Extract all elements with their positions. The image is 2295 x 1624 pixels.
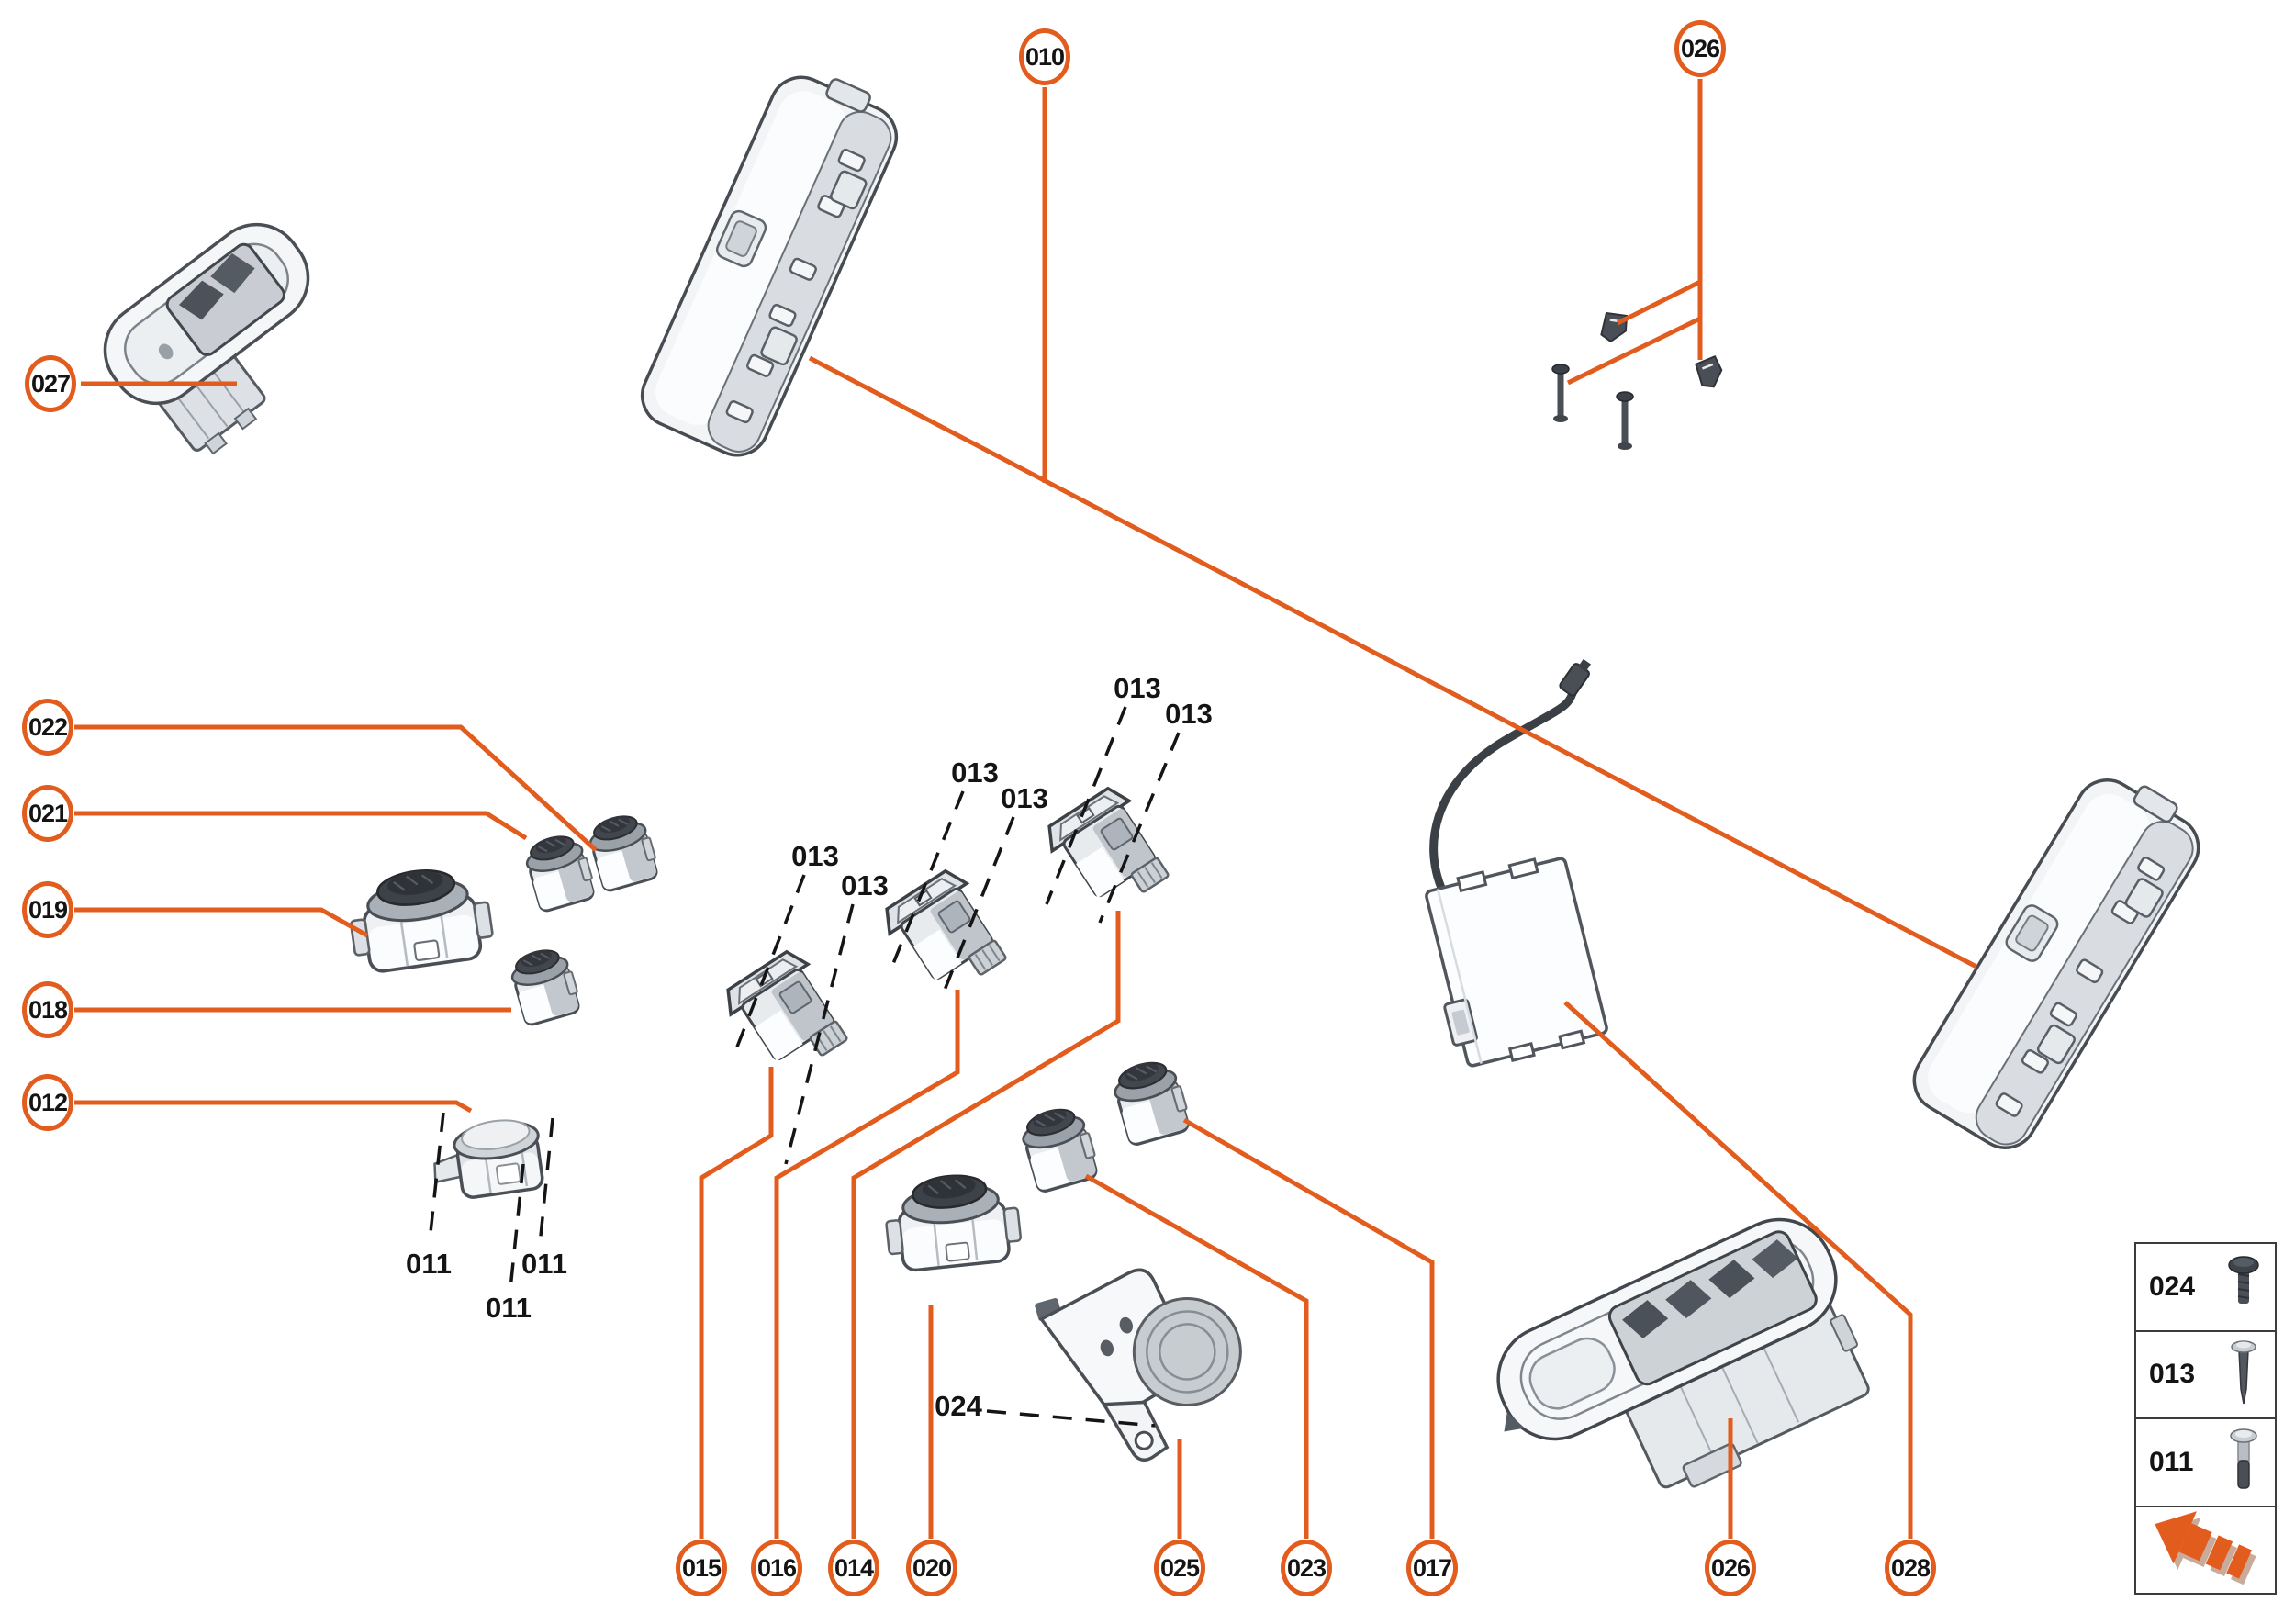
part-label-011: 011 bbox=[405, 1248, 453, 1280]
part-label-011: 011 bbox=[485, 1292, 532, 1324]
callout-label: 025 bbox=[1159, 1553, 1200, 1582]
part-label-013: 013 bbox=[1165, 698, 1213, 730]
dashed-line-013-a bbox=[1045, 706, 1127, 905]
legend-row-direction bbox=[2136, 1507, 2275, 1594]
legend-label: 013 bbox=[2149, 1359, 2196, 1390]
callout-028[interactable]: 028 bbox=[1885, 1540, 1936, 1596]
callout-label: 018 bbox=[28, 995, 68, 1024]
part-label-013: 013 bbox=[791, 840, 839, 872]
callout-018[interactable]: 018 bbox=[22, 981, 73, 1038]
callout-label: 026 bbox=[1710, 1553, 1751, 1582]
part-019-rotary-switch bbox=[342, 859, 498, 977]
part-012-start-stop-button bbox=[426, 1114, 547, 1204]
callout-012[interactable]: 012 bbox=[22, 1074, 73, 1131]
leader-line-010 bbox=[808, 87, 1978, 969]
leader-line-019 bbox=[74, 907, 369, 938]
callout-label: 026 bbox=[1680, 34, 1720, 62]
callout-label: 020 bbox=[912, 1553, 952, 1582]
part-label-013: 013 bbox=[841, 869, 889, 902]
part-label-013: 013 bbox=[951, 756, 999, 789]
leader-line-026-top bbox=[1566, 79, 1703, 386]
tapping-screw-icon bbox=[2231, 1340, 2256, 1405]
callout-019[interactable]: 019 bbox=[22, 881, 73, 938]
part-028-module-with-antenna-cable bbox=[1425, 658, 1608, 1068]
leader-line-028 bbox=[1563, 1001, 1913, 1539]
leader-lines bbox=[74, 79, 1978, 1539]
callout-label: 010 bbox=[1024, 42, 1065, 71]
part-018-switch bbox=[505, 941, 585, 1028]
callout-017[interactable]: 017 bbox=[1406, 1540, 1458, 1596]
part-025-bracket-with-sounder bbox=[1035, 1268, 1242, 1462]
callout-label: 027 bbox=[30, 369, 71, 398]
part-010-control-unit-back-right bbox=[1900, 758, 2217, 1161]
callout-026-top[interactable]: 026 bbox=[1674, 20, 1726, 77]
part-020-rotary-switch bbox=[880, 1167, 1025, 1274]
callout-label: 023 bbox=[1286, 1553, 1327, 1582]
part-label-011: 011 bbox=[521, 1248, 568, 1280]
callout-label: 028 bbox=[1890, 1553, 1931, 1582]
callout-label: 019 bbox=[28, 895, 68, 924]
dashed-line-013-f bbox=[784, 903, 855, 1165]
leader-line-023 bbox=[1084, 1173, 1309, 1539]
dashed-line-024 bbox=[986, 1409, 1156, 1428]
callout-023[interactable]: 023 bbox=[1281, 1540, 1332, 1596]
callout-label: 021 bbox=[28, 799, 68, 827]
legend-label: 011 bbox=[2149, 1446, 2194, 1477]
legend-row-024: 024 bbox=[2136, 1244, 2275, 1332]
leader-line-017 bbox=[1182, 1117, 1435, 1539]
part-010-control-unit-back bbox=[631, 56, 912, 467]
callout-label: 015 bbox=[681, 1553, 722, 1582]
dashed-line-011-a bbox=[428, 1112, 445, 1242]
bolt-icon bbox=[2230, 1428, 2257, 1489]
callout-025[interactable]: 025 bbox=[1154, 1540, 1205, 1596]
callout-label: 012 bbox=[28, 1088, 68, 1116]
leader-line-014 bbox=[851, 911, 1121, 1539]
short-screw-icon bbox=[2228, 1256, 2259, 1304]
callout-label: 016 bbox=[756, 1553, 797, 1582]
part-026-window-switch-assembly bbox=[1496, 1217, 1870, 1489]
part-022-switch bbox=[583, 807, 663, 894]
dashed-line-013-b bbox=[1098, 732, 1181, 924]
leader-line-022 bbox=[74, 724, 598, 852]
callout-027[interactable]: 027 bbox=[25, 355, 76, 412]
callout-015[interactable]: 015 bbox=[676, 1540, 727, 1596]
leader-line-016 bbox=[774, 990, 960, 1539]
legend-row-013: 013 bbox=[2136, 1332, 2275, 1419]
part-017-switch bbox=[1107, 1053, 1194, 1148]
callout-026-bottom[interactable]: 026 bbox=[1705, 1540, 1756, 1596]
callout-022[interactable]: 022 bbox=[22, 699, 73, 756]
dashed-line-011-c bbox=[509, 1163, 525, 1290]
part-label-013: 013 bbox=[1001, 782, 1048, 814]
direction-arrow-icon bbox=[2155, 1511, 2256, 1585]
dashed-reference-lines bbox=[428, 706, 1181, 1428]
part-016-rocker-switch bbox=[876, 863, 1014, 1006]
callout-label: 017 bbox=[1412, 1553, 1452, 1582]
leader-line-012 bbox=[74, 1100, 473, 1114]
leader-line-021 bbox=[74, 811, 528, 841]
callout-014[interactable]: 014 bbox=[828, 1540, 879, 1596]
legend-label: 024 bbox=[2149, 1271, 2196, 1302]
dashed-line-011-b bbox=[538, 1117, 554, 1246]
callout-label: 022 bbox=[28, 712, 68, 741]
callout-020[interactable]: 020 bbox=[906, 1540, 957, 1596]
callout-010[interactable]: 010 bbox=[1019, 28, 1070, 85]
callout-021[interactable]: 021 bbox=[22, 785, 73, 842]
part-027-door-switch-panel bbox=[103, 222, 310, 455]
legend-row-011: 011 bbox=[2136, 1419, 2275, 1507]
callout-label: 014 bbox=[834, 1553, 874, 1582]
callout-016[interactable]: 016 bbox=[751, 1540, 802, 1596]
part-label-013: 013 bbox=[1114, 672, 1161, 704]
fastener-legend: 024 013 011 bbox=[2134, 1242, 2277, 1595]
leader-line-015 bbox=[699, 1067, 774, 1539]
part-label-024: 024 bbox=[935, 1390, 982, 1422]
part-015-rocker-switch bbox=[717, 944, 856, 1087]
